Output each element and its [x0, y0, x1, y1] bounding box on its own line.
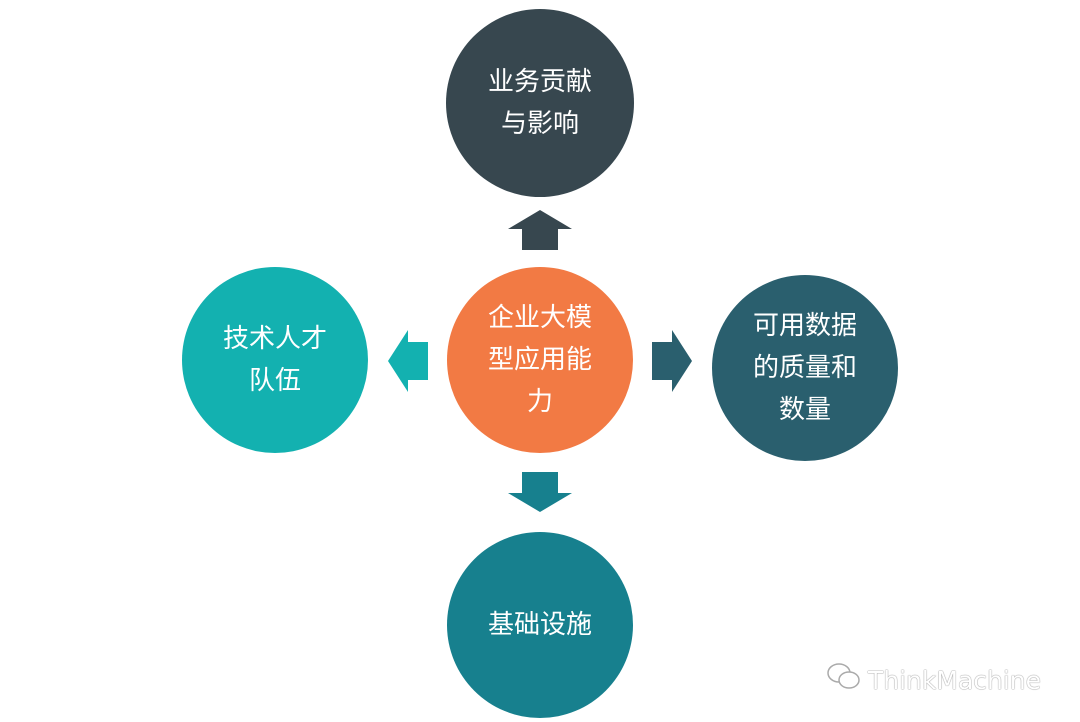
- top-node: 业务贡献 与影响: [446, 9, 634, 197]
- watermark-text: ThinkMachine: [868, 665, 1042, 695]
- arrow-right: [652, 330, 692, 392]
- center-line-2: 型应用能: [487, 345, 592, 375]
- bottom-node: 基础设施: [447, 532, 633, 718]
- center-line-3: 力: [526, 387, 553, 417]
- bottom-line-1: 基础设施: [487, 610, 592, 640]
- top-line-1: 业务贡献: [487, 67, 592, 97]
- right-line-3: 数量: [778, 395, 831, 425]
- center-node: 企业大模 型应用能 力: [447, 267, 633, 453]
- left-line-2: 队伍: [248, 366, 301, 396]
- left-line-1: 技术人才: [222, 324, 327, 354]
- right-node: 可用数据 的质量和 数量: [712, 275, 898, 461]
- watermark: ThinkMachine: [826, 662, 1041, 698]
- arrow-left: [388, 330, 428, 392]
- right-line-1: 可用数据: [752, 311, 857, 341]
- right-line-2: 的质量和: [752, 353, 857, 383]
- arrow-up: [508, 210, 572, 250]
- top-line-2: 与影响: [500, 109, 579, 139]
- arrow-down: [508, 472, 572, 512]
- center-line-1: 企业大模: [487, 303, 592, 333]
- wechat-icon: [826, 662, 862, 698]
- left-node: 技术人才 队伍: [182, 267, 368, 453]
